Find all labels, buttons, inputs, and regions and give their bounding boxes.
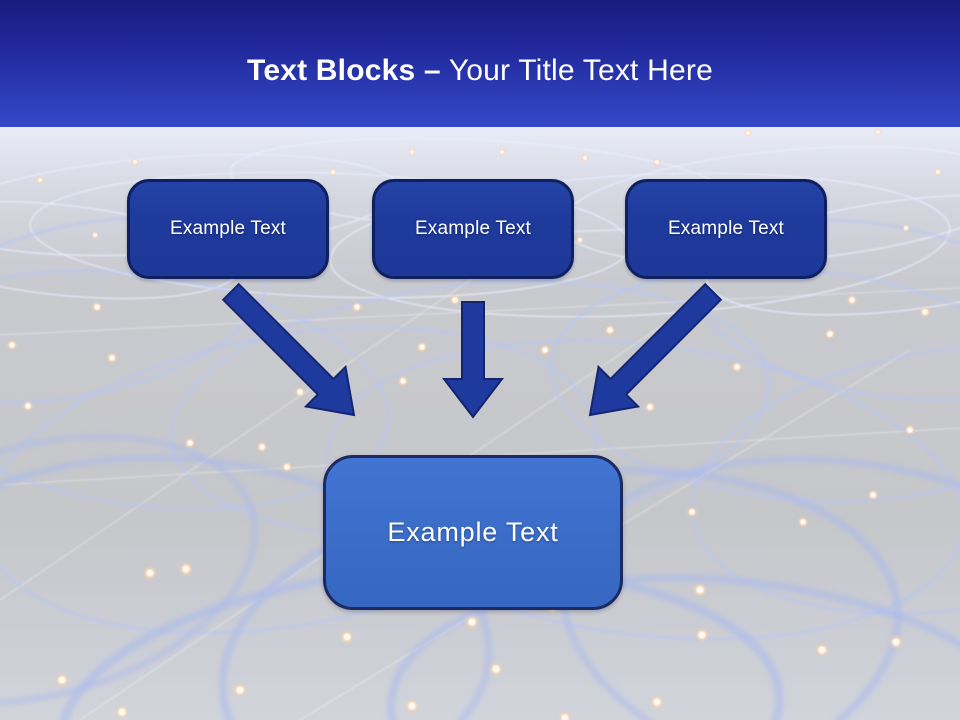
text-block-3-label: Example Text bbox=[667, 218, 785, 239]
text-block-2-label: Example Text bbox=[414, 218, 532, 239]
text-block-2: Example Text bbox=[372, 179, 574, 279]
arrow-down-right-icon bbox=[221, 282, 356, 417]
text-block-3: Example Text bbox=[625, 179, 827, 279]
slide-title-bold: Text Blocks – bbox=[247, 54, 441, 87]
text-block-1-label: Example Text bbox=[169, 218, 287, 239]
page-title: Text Blocks – Your Title Text Here bbox=[0, 0, 960, 88]
summary-block: Example Text bbox=[323, 455, 623, 610]
arrow-down-icon bbox=[441, 301, 505, 419]
slide-title-regular: Your Title Text Here bbox=[448, 54, 713, 87]
text-block-1: Example Text bbox=[127, 179, 329, 279]
arrow-down-left-icon bbox=[588, 282, 723, 417]
title-bar: Text Blocks – Your Title Text Here bbox=[0, 0, 960, 127]
summary-block-label: Example Text bbox=[387, 517, 559, 547]
